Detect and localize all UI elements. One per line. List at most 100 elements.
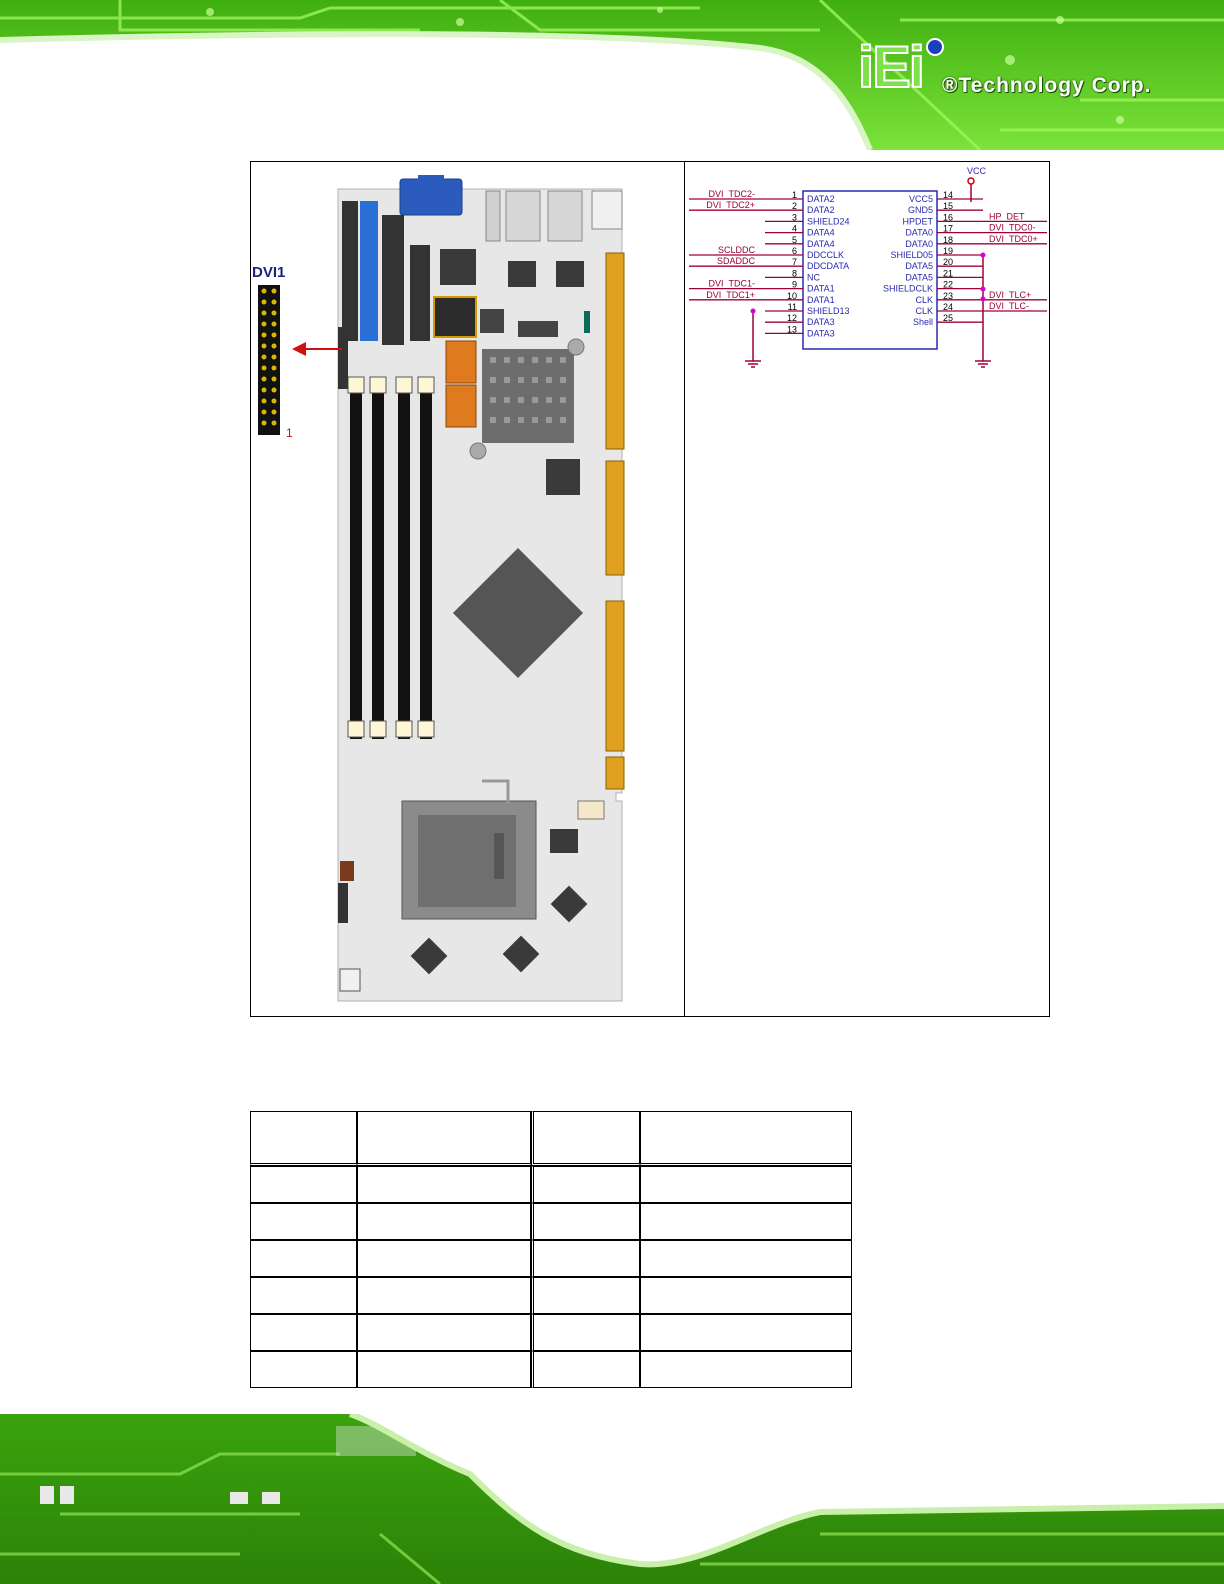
vcc-terminal-icon — [967, 177, 975, 185]
header-pin — [271, 310, 277, 316]
right-net-label: HP_DET — [989, 211, 1025, 221]
table-cell — [640, 1277, 852, 1314]
logo-mark: iEi — [857, 35, 926, 101]
header-pin — [261, 420, 267, 426]
table-row — [250, 1240, 852, 1277]
right-pin-number: 15 — [943, 201, 953, 211]
left-net-label: SDADDC — [717, 256, 756, 266]
usb-port-icon — [591, 190, 623, 230]
chip-icon-4 — [546, 459, 580, 495]
jumper-icon-3 — [584, 311, 590, 333]
header-pin — [271, 299, 277, 305]
audio-jack-icon — [485, 190, 501, 242]
chip-icon-2 — [508, 261, 536, 287]
header-pin — [261, 321, 267, 327]
table-cell — [640, 1203, 852, 1240]
table-row — [250, 1203, 852, 1240]
sata-connector-icon-2 — [445, 384, 477, 428]
dimm-slot-icon-4 — [420, 377, 432, 739]
sata-connector-icon — [445, 340, 477, 384]
right-pin-name: SHIELD05 — [890, 250, 933, 260]
dip-switch-icon — [550, 829, 578, 853]
left-pin-number: 11 — [788, 302, 797, 312]
left-pin-name: DATA1 — [807, 295, 835, 305]
left-pin-number: 5 — [792, 235, 797, 245]
table-cell — [640, 1240, 852, 1277]
table-cell — [357, 1166, 531, 1203]
table-cell — [250, 1166, 357, 1203]
left-pin-name: DDCDATA — [807, 261, 849, 271]
right-pin-name: DATA0 — [905, 228, 933, 238]
left-pin-name: DATA4 — [807, 228, 835, 238]
pin-header-icon-2 — [410, 245, 430, 341]
header-pin — [271, 343, 277, 349]
logo-dot-icon — [926, 38, 944, 56]
chip-icon-3 — [556, 261, 584, 287]
company-logo: iEi ®Technology Corp. — [857, 35, 1188, 106]
header-pin — [271, 376, 277, 382]
right-pin-name: DATA5 — [905, 272, 933, 282]
table-cell — [357, 1351, 531, 1388]
table-cell — [357, 1111, 531, 1166]
header-pin — [271, 288, 277, 294]
ide-connector-blue-icon — [360, 201, 378, 341]
ground-icon-2 — [975, 255, 991, 368]
chipset-heatsink-icon — [452, 547, 584, 679]
footer-banner — [0, 1414, 1224, 1584]
pinout-table — [250, 1111, 852, 1388]
left-pin-name: SHIELD24 — [807, 216, 850, 226]
figure-frame — [250, 161, 1050, 1017]
left-pin-name: DATA2 — [807, 194, 835, 204]
table-cell — [531, 1240, 640, 1277]
left-pin-number: 1 — [792, 190, 797, 200]
dvi1-header-icon — [258, 285, 280, 435]
right-pin-number: 20 — [943, 257, 953, 267]
header-pin — [271, 409, 277, 415]
dvi1-board-location — [338, 327, 348, 389]
right-pin-number: 17 — [943, 224, 953, 234]
left-pin-name: DATA3 — [807, 328, 835, 338]
right-pin-name: DATA0 — [905, 239, 933, 249]
table-cell — [357, 1277, 531, 1314]
header-icon-2 — [338, 883, 348, 923]
header-pin — [271, 321, 277, 327]
table-cell — [531, 1166, 640, 1203]
header-pin — [271, 387, 277, 393]
pin-header-icon — [382, 215, 404, 345]
table-cell — [531, 1277, 640, 1314]
left-pin-name: SHIELD13 — [807, 306, 850, 316]
lan-port-icon-2 — [547, 190, 583, 242]
right-pin-name: CLK — [915, 306, 933, 316]
left-net-label: DVI_TDC2- — [708, 189, 755, 199]
table-cell — [531, 1203, 640, 1240]
right-pin-number: 18 — [943, 235, 953, 245]
logo-text: ®Technology Corp. — [942, 74, 1152, 97]
left-pin-name: DDCCLK — [807, 250, 844, 260]
left-net-label: DVI_TDC1+ — [706, 290, 755, 300]
header-banner: iEi ®Technology Corp. — [0, 0, 1224, 150]
left-pin-name: NC — [807, 272, 820, 282]
pcb-background-bottom — [0, 1414, 1224, 1584]
table-cell — [640, 1166, 852, 1203]
arrow-head-icon — [292, 342, 306, 356]
header-pin — [261, 376, 267, 382]
table-cell — [250, 1277, 357, 1314]
pin1-label: 1 — [286, 426, 293, 440]
mosfet-icon-3 — [502, 935, 540, 973]
header-pin — [261, 387, 267, 393]
table-row — [250, 1351, 852, 1388]
right-pin-number: 16 — [943, 212, 953, 222]
right-net-label: DVI_TLC- — [989, 301, 1029, 311]
right-pin-name: CLK — [915, 295, 933, 305]
left-pin-name: DATA3 — [807, 317, 835, 327]
mosfet-icon — [550, 885, 588, 923]
header-icon — [340, 861, 354, 881]
left-pin-name: DATA2 — [807, 205, 835, 215]
right-pin-name: SHIELDCLK — [883, 284, 933, 294]
table-cell — [531, 1111, 640, 1166]
heatsink-icon — [482, 349, 574, 443]
left-pin-number: 7 — [792, 257, 797, 267]
dimm-slot-icon-2 — [372, 377, 384, 739]
right-pin-name: GND5 — [908, 205, 933, 215]
power-connector-icon — [339, 968, 361, 992]
